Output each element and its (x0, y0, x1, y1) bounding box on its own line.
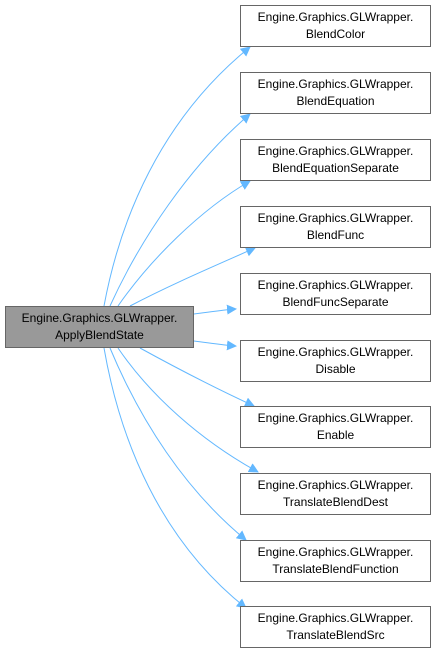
node-apply-blend-state[interactable]: Engine.Graphics.GLWrapper. ApplyBlendSta… (5, 306, 194, 348)
node-disable-line2: Disable (315, 362, 356, 376)
node-blend-color-line2: BlendColor (305, 27, 366, 41)
node-blend-func-separate-line2: BlendFuncSeparate (282, 295, 389, 309)
node-disable[interactable]: Engine.Graphics.GLWrapper. Disable (240, 340, 431, 382)
node-blend-func-line1: Engine.Graphics.GLWrapper. (257, 211, 414, 225)
node-translate-blend-function-line1: Engine.Graphics.GLWrapper. (257, 545, 414, 559)
edge-to-enable (139, 347, 255, 407)
node-blend-equation-line1: Engine.Graphics.GLWrapper. (257, 77, 414, 91)
node-enable-line1: Engine.Graphics.GLWrapper. (257, 411, 414, 425)
edge-to-blendcolor (103, 46, 251, 307)
node-translate-blend-src-line2: TranslateBlendSrc (286, 628, 385, 642)
node-enable-line2: Enable (316, 428, 355, 442)
node-blend-color-line1: Engine.Graphics.GLWrapper. (257, 10, 414, 24)
node-translate-blend-dest-line2: TranslateBlendDest (283, 495, 388, 509)
node-blend-equation-separate-line2: BlendEquationSeparate (272, 161, 399, 175)
node-translate-blend-function[interactable]: Engine.Graphics.GLWrapper. TranslateBlen… (240, 540, 431, 582)
node-apply-blend-state-line1: Engine.Graphics.GLWrapper. (21, 311, 178, 325)
node-blend-func-separate-line1: Engine.Graphics.GLWrapper. (257, 278, 414, 292)
edge-to-translateblenddest (117, 347, 259, 473)
node-blend-equation[interactable]: Engine.Graphics.GLWrapper. BlendEquation (240, 72, 431, 114)
node-blend-func-line2: BlendFunc (306, 228, 365, 242)
edge-to-translateblendsrc (103, 347, 247, 609)
node-translate-blend-dest[interactable]: Engine.Graphics.GLWrapper. TranslateBlen… (240, 473, 431, 515)
node-translate-blend-src[interactable]: Engine.Graphics.GLWrapper. TranslateBlen… (240, 606, 431, 648)
edge-to-blendequationseparate (117, 180, 251, 307)
node-translate-blend-function-line2: TranslateBlendFunction (272, 562, 399, 576)
node-blend-func-separate[interactable]: Engine.Graphics.GLWrapper. BlendFuncSepa… (240, 273, 431, 315)
node-blend-equation-line2: BlendEquation (296, 94, 375, 108)
node-disable-line1: Engine.Graphics.GLWrapper. (257, 345, 414, 359)
node-blend-equation-separate[interactable]: Engine.Graphics.GLWrapper. BlendEquation… (240, 139, 431, 181)
node-translate-blend-dest-line1: Engine.Graphics.GLWrapper. (257, 478, 414, 492)
node-blend-func[interactable]: Engine.Graphics.GLWrapper. BlendFunc (240, 206, 431, 248)
node-blend-color[interactable]: Engine.Graphics.GLWrapper. BlendColor (240, 5, 431, 47)
edge-to-disable (193, 340, 237, 351)
edge-to-translateblendfunction (109, 347, 247, 541)
edge-to-blendfuncseparate (193, 304, 237, 315)
node-apply-blend-state-line2: ApplyBlendState (55, 328, 144, 342)
edge-to-blendfunc (129, 247, 256, 307)
node-translate-blend-src-line1: Engine.Graphics.GLWrapper. (257, 611, 414, 625)
node-blend-equation-separate-line1: Engine.Graphics.GLWrapper. (257, 144, 414, 158)
node-enable[interactable]: Engine.Graphics.GLWrapper. Enable (240, 406, 431, 448)
edge-to-blendequation (109, 113, 251, 307)
